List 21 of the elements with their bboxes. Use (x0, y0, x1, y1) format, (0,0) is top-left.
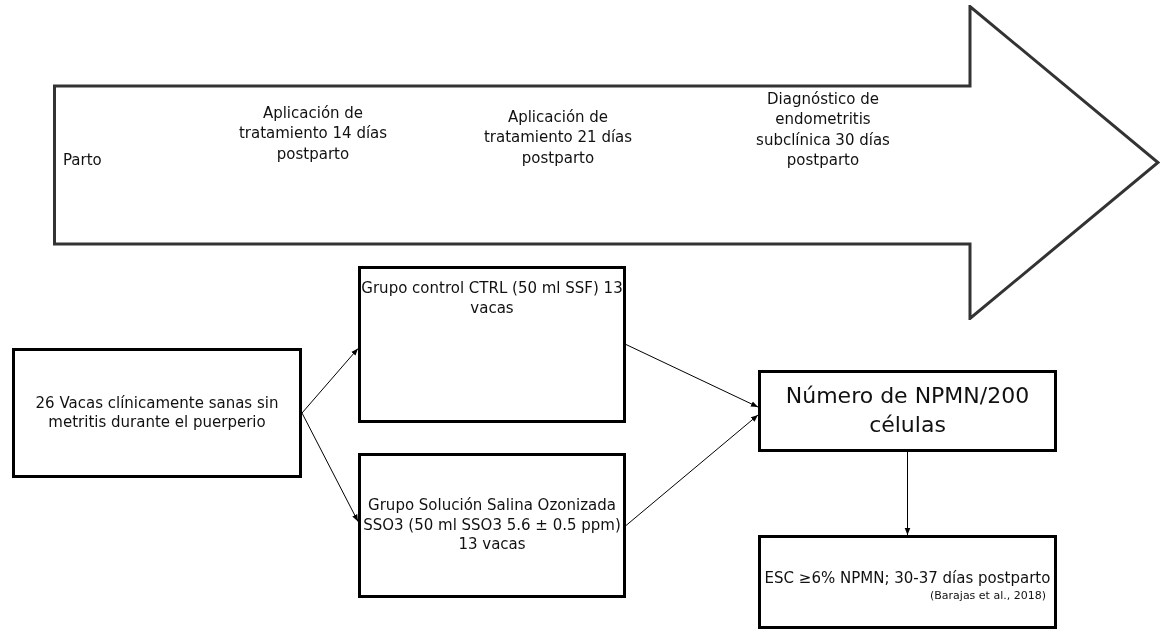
timeline-arrow (53, 5, 1160, 320)
arrow (904, 451, 911, 536)
box-text: ESC ≥6% NPMN; 30-37 días postparto (764, 569, 1051, 589)
timeline-label: Aplicación de tratamiento 21 días postparto (483, 107, 633, 168)
process-box (758, 370, 1057, 452)
arrow (625, 344, 759, 408)
box-text: Número de NPMN/200 células (784, 382, 1031, 439)
arrow (301, 348, 359, 414)
process-box (12, 348, 302, 478)
box-text: 26 Vacas clínicamente sanas sin metritis durante el puerperio (34, 393, 280, 433)
arrow (301, 412, 359, 522)
timeline-label: Aplicación de tratamiento 14 días postparto (238, 103, 388, 164)
timeline-label: Diagnóstico de endometritis subclínica 30 días postparto (755, 89, 891, 170)
process-box (758, 535, 1057, 629)
arrow (625, 414, 759, 526)
process-box (358, 266, 626, 423)
box-text: Grupo Solución Salina Ozonizada SSO3 (50 ml SSO3 5.6 ± 0.5 ppm) 13 vacas (362, 496, 622, 555)
box-text: Grupo control CTRL (50 ml SSF) 13 vacas (361, 279, 623, 318)
process-box (358, 453, 626, 598)
citation-text: (Barajas et al., 2018) (930, 588, 1046, 603)
timeline-label: Parto (63, 150, 103, 171)
